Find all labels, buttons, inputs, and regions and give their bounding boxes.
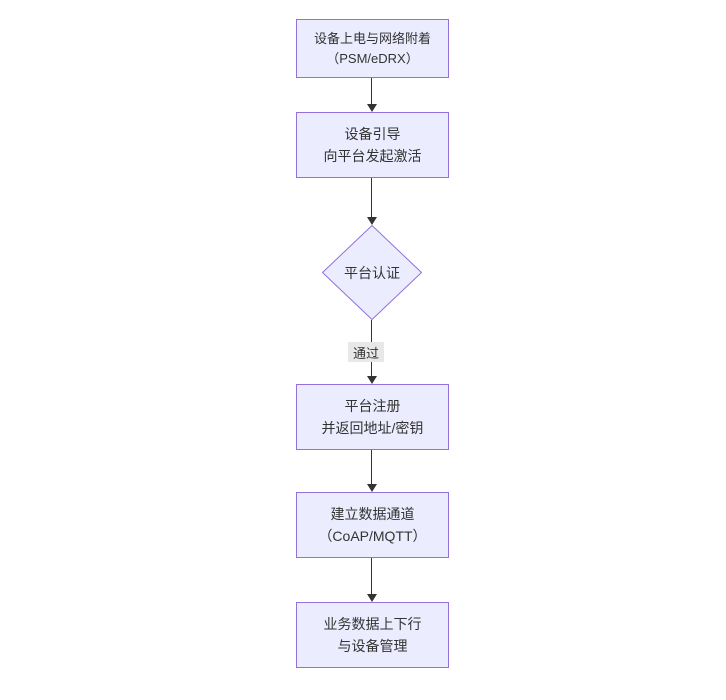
node-data-channel: 建立数据通道 （CoAP/MQTT） [296, 492, 449, 558]
edge-line-power-to-bootstrap [371, 78, 372, 105]
arrowhead-icon [367, 484, 377, 492]
node-platform-auth: 平台认证 [322, 225, 422, 320]
arrowhead-icon [367, 104, 377, 112]
edge-line-bootstrap-to-auth [371, 178, 372, 218]
node-bootstrap: 设备引导 向平台发起激活 [296, 112, 449, 178]
edge-label-pass: 通过 [348, 342, 384, 362]
arrowhead-icon [367, 376, 377, 384]
edge-line-register-to-channel [371, 450, 372, 485]
arrowhead-icon [367, 217, 377, 225]
edge-line-channel-to-business [371, 558, 372, 595]
diamond-outline [322, 225, 422, 320]
arrowhead-icon [367, 594, 377, 602]
node-platform-auth-label: 平台认证 [344, 264, 400, 281]
node-power-on: 设备上电与网络附着 （PSM/eDRX） [296, 19, 449, 78]
node-platform-register: 平台注册 并返回地址/密钥 [296, 384, 449, 450]
node-business-data: 业务数据上下行 与设备管理 [296, 602, 449, 668]
diamond-shape [322, 225, 422, 320]
